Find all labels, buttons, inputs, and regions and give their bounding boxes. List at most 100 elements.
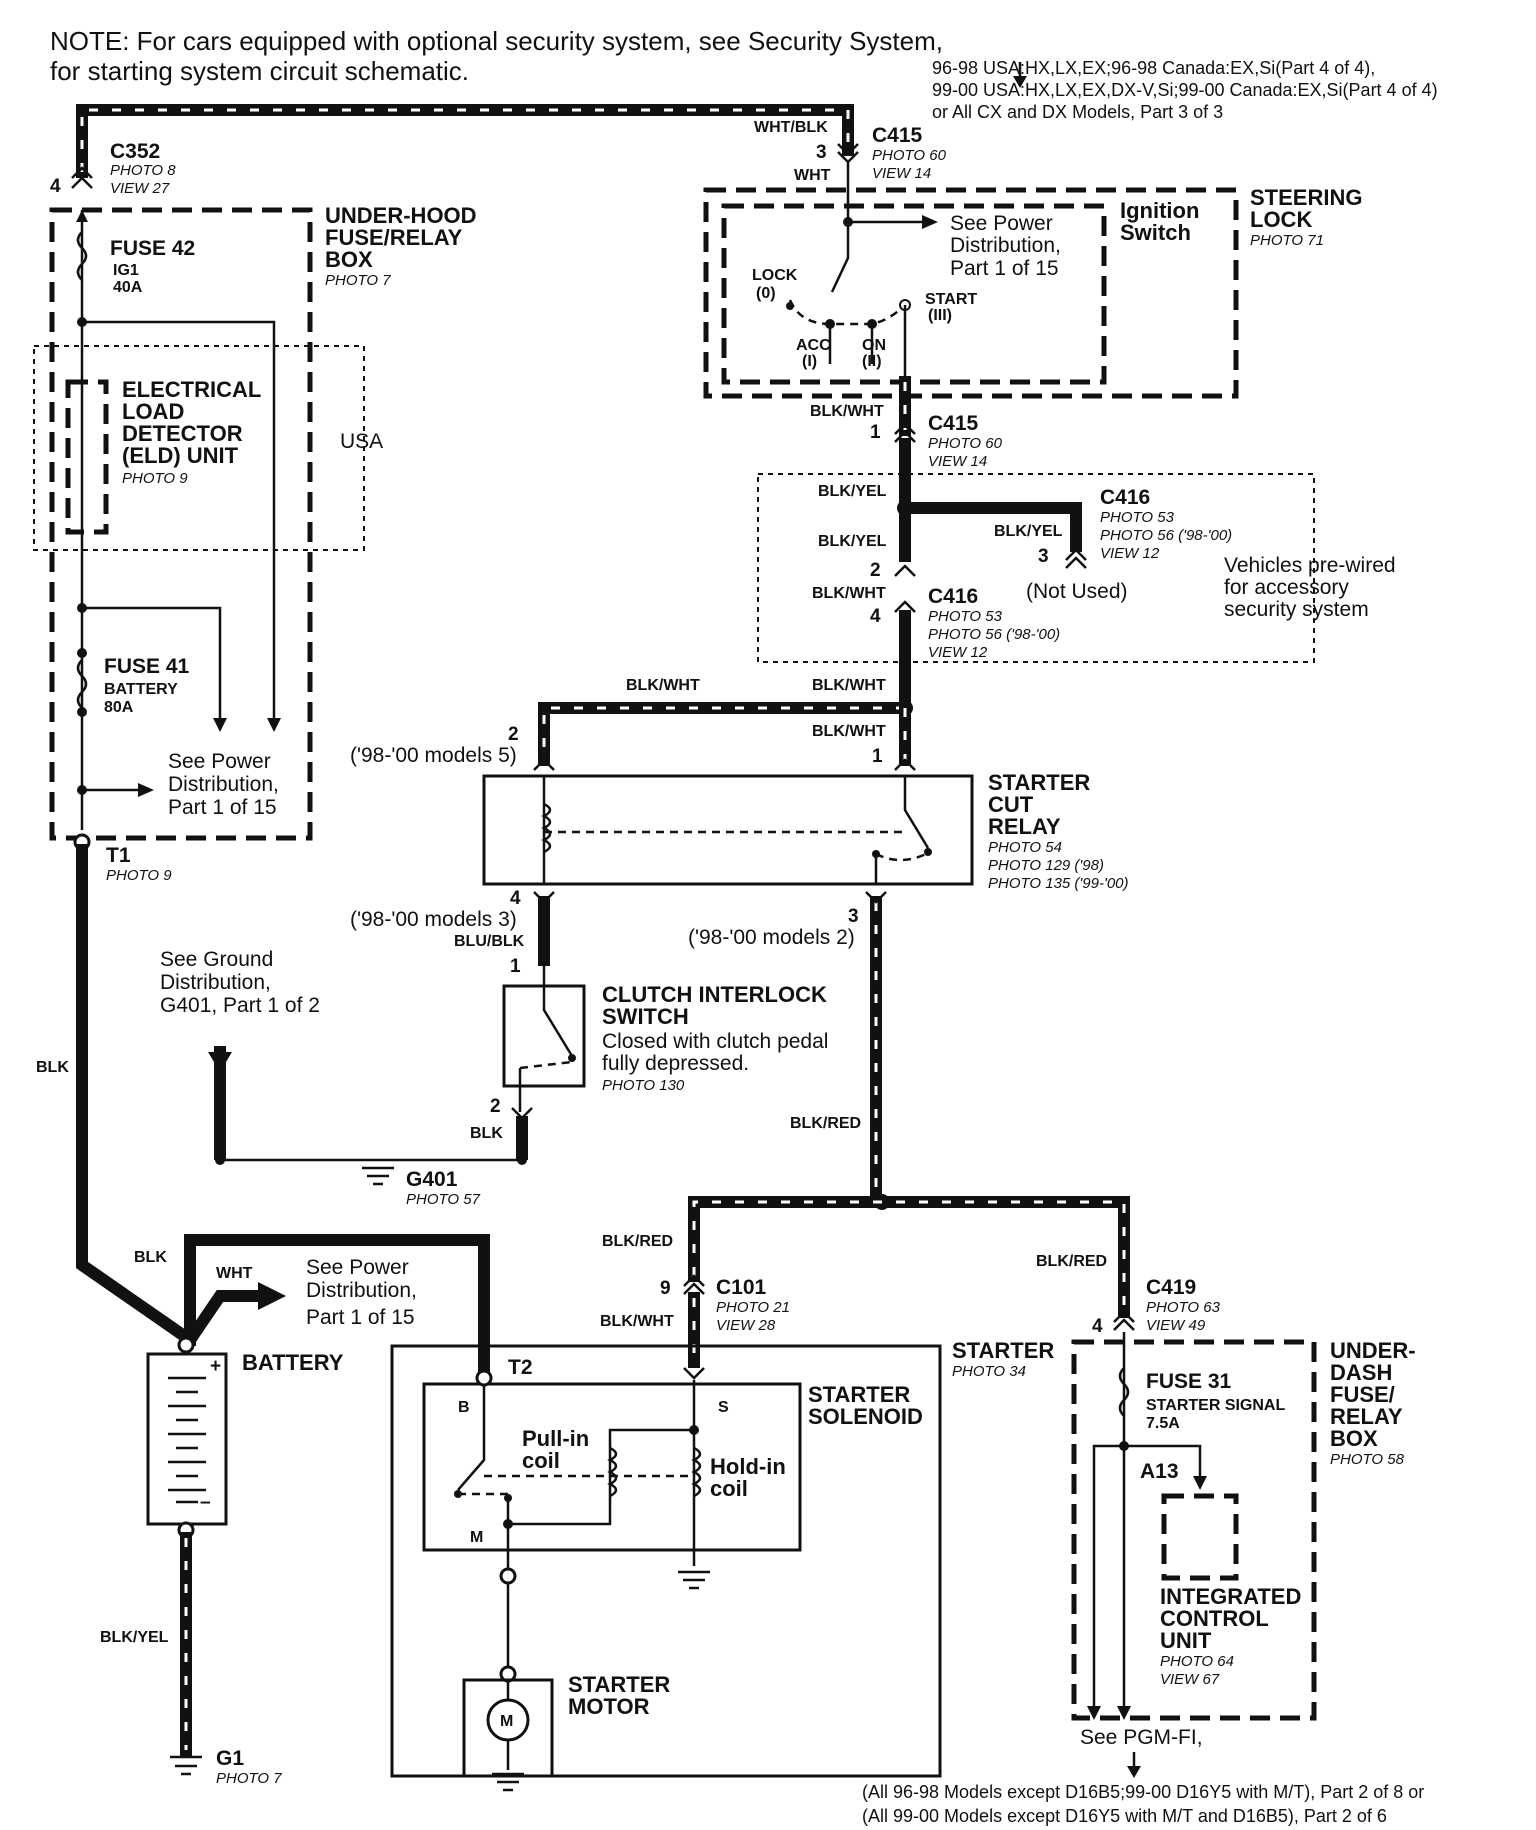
relay-pin3-note: ('98-'00 models 2) [688,926,855,949]
pgm-arrow-icon [1127,1766,1141,1778]
battery-minus: – [200,1492,211,1513]
ignition-lock-label: LOCK [752,267,798,284]
fuse41-label: FUSE 41 [104,655,190,678]
c101-label: C101 [716,1276,767,1299]
prewired-line-3: security system [1224,598,1369,621]
ground-ref-arrow-icon [208,1052,232,1072]
c352-pin: 4 [50,176,61,197]
solenoid-label-2: SOLENOID [808,1404,923,1429]
starter-label: STARTER [952,1338,1054,1363]
c415-bottom-view: VIEW 14 [928,453,987,470]
fuse41-feed-line [82,606,222,720]
c415-bottom-connector [894,422,916,443]
wire-blk-clutch-label: BLK [470,1125,503,1142]
note-arrow-head-icon [1013,76,1027,88]
c416-bottom-connector [894,564,916,613]
c101-pin: 9 [660,1278,671,1299]
relay-pin1: 1 [872,746,883,767]
c416-top-label: C416 [1100,486,1150,509]
ignition-start-iii: (III) [928,307,952,324]
ground-ref-line-2: Distribution, [160,971,271,994]
starter-photo: PHOTO 34 [952,1363,1026,1380]
relay-pin4: 4 [510,888,521,909]
relay-pin2-note: ('98-'00 models 5) [350,744,517,767]
solenoid-m-label: M [470,1529,483,1546]
icu-feed-arrow-icon [1193,1476,1207,1490]
fuse42-label: FUSE 42 [110,237,195,260]
pullin-coil-icon [607,1446,618,1498]
wire-blkyel-branch [899,502,1082,552]
c352-label: C352 [110,140,160,163]
c415-bottom-label: C415 [928,412,979,435]
ground-ref-line-1: See Ground [160,948,273,971]
icu-a13: A13 [1140,1460,1179,1483]
relay-pin3: 3 [848,906,859,927]
wire-blkwht-relay-branch [538,702,911,766]
clutch-desc-2: fully depressed. [602,1052,749,1075]
holdin-coil-icon [691,1446,702,1498]
solenoid-contact-arm [457,1385,486,1491]
starter-solenoid-box [422,1382,802,1552]
wire-blkyel-g1-label: BLK/YEL [100,1629,169,1646]
fuse41-sub: BATTERY [104,681,178,698]
icu-photo: PHOTO 64 [1160,1653,1234,1670]
underhood-entry-arrow-icon [76,210,88,222]
relay-contact-dot [924,848,932,856]
wire-blkred-main-label: BLK/RED [790,1115,861,1132]
clutch-photo: PHOTO 130 [602,1077,685,1094]
eld-photo: PHOTO 9 [122,470,188,487]
wire-blkwht-top2-label: BLK/WHT [812,677,886,694]
wire-blkyel-3-label: BLK/YEL [994,523,1063,540]
wire-battery-t2 [184,1234,490,1378]
c416-top-pin: 3 [1038,546,1049,567]
underdash-photo: PHOTO 58 [1330,1451,1405,1468]
wire-wht-arrow-icon [258,1282,286,1310]
wire-blkred-c101-label: BLK/RED [602,1233,673,1250]
wire-wht-batt-label: WHT [216,1265,253,1282]
fuse42-feed-arrow-icon [267,718,281,732]
fuse41-amp: 80A [104,699,134,716]
g1-ground-icon [170,1755,202,1776]
c101-photo: PHOTO 21 [716,1299,790,1316]
powerdist1-line-2: Distribution, [168,773,279,796]
ignition-start-label: START [925,291,977,308]
relay-photo-2: PHOTO 129 ('98) [988,857,1104,874]
fuse41-junction-b [77,707,87,717]
ignition-on-label: ON [862,337,886,354]
underdash-fuse-relay-box [1071,1339,1317,1721]
prewired-line-2: for accessory [1224,576,1349,599]
clutch-desc-1: Closed with clutch pedal [602,1030,828,1053]
ignition-label-2: Switch [1120,220,1191,245]
underhood-label-2: FUSE/RELAY [325,225,463,250]
icu-label-2: CONTROL [1160,1606,1269,1631]
wire-blkred-c419-label: BLK/RED [1036,1253,1107,1270]
g401-bus-end [517,1155,527,1165]
wire-blk-t1-battery [76,844,199,1349]
eld-label-2: LOAD [122,399,184,424]
underdash-label-5: BOX [1330,1426,1378,1451]
ignition-switch-arm [830,162,850,293]
wire-blublk-label: BLU/BLK [454,933,525,950]
g401-photo: PHOTO 57 [406,1191,481,1208]
battery-label: BATTERY [242,1350,344,1375]
c416-top-view: VIEW 12 [1100,545,1160,562]
underhood-photo: PHOTO 7 [325,272,391,289]
relay-pin1-connector [894,758,916,771]
note-line-2: for starting system circuit schematic. [50,56,469,86]
note-ref-3: or All CX and DX Models, Part 3 of 3 [932,102,1223,122]
ignition-acc-i: (I) [802,353,817,370]
eld-label-1: ELECTRICAL [122,377,261,402]
solenoid-label-1: STARTER [808,1382,910,1407]
g1-label: G1 [216,1747,244,1770]
starter-box [390,1344,942,1778]
relay-contact-arm [903,776,930,849]
pullin-label-1: Pull-in [522,1426,589,1451]
c416-top-photo2: PHOTO 56 ('98-'00) [1100,527,1232,544]
pgm-line-2: (All 96-98 Models except D16B5;99-00 D16… [862,1782,1424,1802]
ground-ref-line-3: G401, Part 1 of 2 [160,994,320,1017]
fuse42-amp: 40A [113,279,143,296]
underdash-label-2: DASH [1330,1360,1392,1385]
steering-label-2: LOCK [1250,207,1312,232]
eld-label-3: DETECTOR [122,421,243,446]
